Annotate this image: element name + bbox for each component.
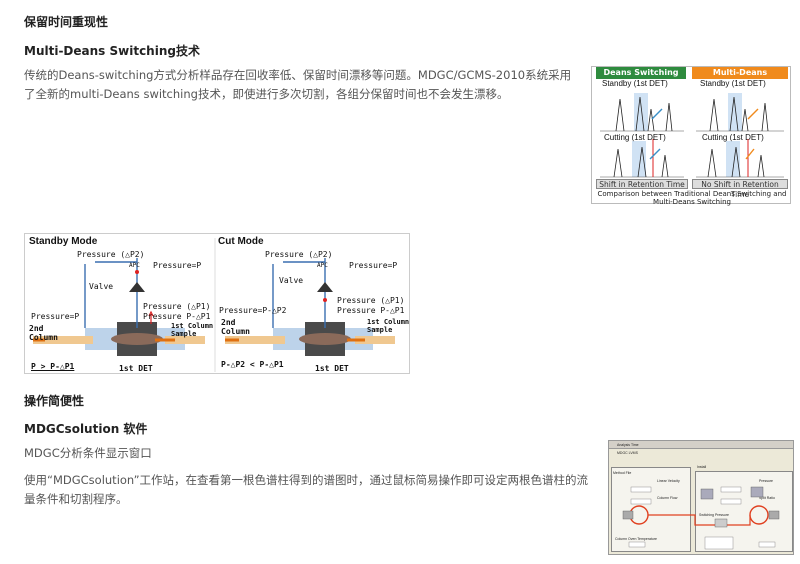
cut-mode-title: Cut Mode (218, 236, 264, 247)
sample-label: Sample (367, 326, 393, 334)
pressure-p-minus-p1-label: Pressure P-△P1 (143, 312, 211, 321)
cutting-label-right: Cutting (1st DET) (702, 133, 764, 142)
valve-schematic (33, 238, 395, 372)
standby-relation: P > P-△P1 (31, 362, 75, 371)
column-oven-temp-label: Column Oven Temperature (615, 537, 657, 541)
shift-footer: Shift in Retention Time (596, 179, 688, 189)
column-flow-label: Column Flow (657, 496, 678, 500)
switching-pressure-label: Switching Pressure (699, 513, 729, 517)
split-ratio-label: Split Ratio (759, 496, 775, 500)
first-column-label: 1st Column (367, 318, 410, 326)
section-title-retention: 保留时间重现性 (24, 15, 109, 29)
valve-mode-diagram: Standby Mode Cut Mode Pressure (△P2) APC… (24, 233, 410, 374)
cutting-label-left: Cutting (1st DET) (604, 133, 666, 142)
pressure-p1-label: Pressure (△P1) (143, 302, 211, 311)
apc-label: APC (129, 262, 140, 269)
deans-comparison-figure: Deans Switching Multi-Deans Switching St… (591, 66, 791, 206)
paragraph-line: 使用“MDGCsolution”工作站，在查看第一根色谱柱得到的谱图时，通过鼠标… (24, 473, 589, 487)
second-column-label: Column (29, 333, 58, 342)
pressure-p-minus-p1-label: Pressure P-△P1 (337, 306, 405, 315)
figure-caption-line2: Multi-Deans Switching (653, 198, 731, 206)
paragraph-line: 量条件和切割程序。 (24, 492, 128, 506)
paragraph-line: MDGC分析条件显示窗口 (24, 446, 152, 460)
section-title-ease-of-use: 操作简便性 (24, 394, 85, 408)
deans-header: Deans Switching (596, 67, 686, 79)
paragraph-line: 了全新的multi-Deans switching技术，即使进行多次切割，各组分… (24, 87, 509, 101)
analysis-time-label: Analysis Time (617, 443, 639, 447)
pressure-label: Pressure (759, 479, 774, 483)
pressure-p1-label: Pressure (△P1) (337, 296, 405, 305)
pressure-eq-p-label: Pressure=P (349, 261, 398, 270)
pressure-p2-label: Pressure (△P2) (265, 250, 333, 259)
first-column-label: 1st Column (171, 322, 214, 330)
pressure-eq-p-label: Pressure=P (31, 312, 80, 321)
multi-deans-header: Multi-Deans Switching (692, 67, 788, 89)
first-det-label: 1st DET (119, 364, 153, 373)
no-shift-footer: No Shift in Retention Time (692, 179, 788, 199)
pressure-p2-label: Pressure (△P2) (77, 250, 145, 259)
section-subtitle-mdgcsolution: MDGCsolution 软件 (24, 422, 148, 436)
install-label: Install (697, 465, 707, 469)
second-column-label: 2nd (221, 318, 236, 327)
second-column-label: Column (221, 327, 250, 336)
figure-caption-line1: Comparison between Traditional Deans Swi… (597, 190, 787, 198)
section-subtitle-multi-deans: Multi-Deans Switching技术 (24, 44, 200, 58)
standby-mode-title: Standby Mode (29, 236, 98, 247)
method-file-label: Method File (613, 471, 632, 475)
mdgc-window-screenshot: Analysis Time MDGC LVMS Install Method F… (608, 440, 794, 555)
standby-label-right: Standby (1st DET) (700, 79, 766, 88)
paragraph-line: 传统的Deans-switching方式分析样品存在回收率低、保留时间漂移等问题… (24, 68, 572, 82)
cut-relation: P-△P2 < P-△P1 (221, 360, 284, 369)
pressure-p-minus-p2-label: Pressure=P-△P2 (219, 306, 287, 315)
mdgc-lvms-label: MDGC LVMS (617, 451, 638, 455)
chromatogram-peaks (600, 93, 784, 178)
flow-diagram (622, 486, 780, 550)
standby-label-left: Standby (1st DET) (602, 79, 668, 88)
first-det-label: 1st DET (315, 364, 349, 373)
valve-label: Valve (89, 282, 114, 291)
sample-label: Sample (171, 330, 197, 338)
pressure-eq-p-label: Pressure=P (153, 261, 202, 270)
apc-label: APC (317, 262, 328, 269)
second-column-label: 2nd (29, 324, 44, 333)
valve-label: Valve (279, 276, 304, 285)
linear-velocity-label: Linear Velocity (657, 479, 680, 483)
